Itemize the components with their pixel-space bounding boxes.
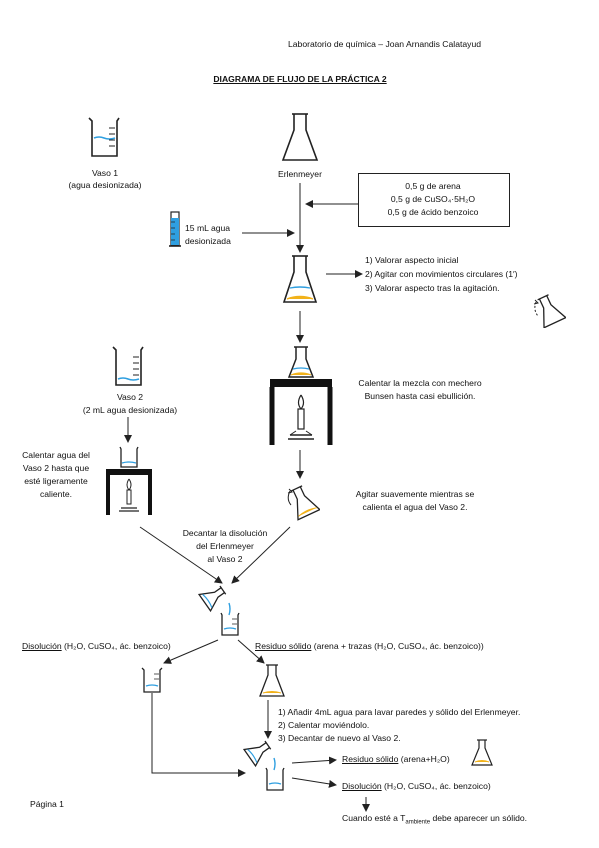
beaker-solution-icon — [141, 667, 163, 693]
pouring-flask-icon-2 — [242, 740, 285, 791]
erlenmeyer-label: Erlenmeyer — [278, 169, 322, 179]
reagent-sand: 0,5 g de arena — [405, 181, 461, 191]
step1-inspect: 1) Valorar aspecto inicial — [365, 255, 459, 265]
beaker-vaso2-icon — [112, 346, 144, 386]
line-beaker-return — [151, 693, 246, 777]
reagent-copper-sulfate: 0,5 g de CuSO₄·5H₂O — [390, 194, 476, 204]
step2-wash: 1) Añadir 4mL agua para lavar paredes y … — [278, 707, 521, 717]
step1-swirl: 2) Agitar con movimientos circulares (1′… — [365, 269, 518, 279]
heat-flask-line2: Bunsen hasta casi ebullición. — [364, 391, 476, 401]
line-right-merge — [231, 526, 291, 584]
residuo-1: Residuo sólido (arena + trazas (H₂O, CuS… — [255, 641, 484, 651]
disolucion-final: Disolución (H₂O, CuSO₄, ác. benzoico) — [342, 781, 491, 791]
heat-vaso2-line1: Calentar agua del — [22, 450, 90, 460]
vaso2-label: Vaso 2 — [116, 392, 144, 402]
final-note: Cuando esté a Tambiente debe aparecer un… — [342, 813, 528, 826]
step2-heat: 2) Calentar moviéndolo. — [278, 720, 370, 730]
erlenmeyer-final-icon — [471, 739, 493, 766]
page-title: DIAGRAMA DE FLUJO DE LA PRÁCTICA 2 — [213, 74, 387, 84]
vaso2-desc: (2 mL agua desionizada) — [82, 405, 178, 415]
erlenmeyer-mixture-icon — [282, 255, 318, 303]
vaso1-label: Vaso 1 — [91, 168, 119, 178]
water-volume-line2: desionizada — [185, 236, 231, 246]
arrow-split-right — [237, 639, 265, 664]
disolucion-1: Disolución (H₂O, CuSO₄, ác. benzoico) — [22, 641, 171, 651]
bunsen-heating-beaker-icon — [106, 446, 152, 515]
graduated-cylinder-icon — [169, 211, 181, 247]
page-number: Página 1 — [30, 799, 64, 809]
author-line: Laboratorio de química – Joan Arnandis C… — [288, 39, 482, 49]
heat-flask-line1: Calentar la mezcla con mechero — [358, 378, 482, 388]
pouring-flask-icon — [197, 585, 240, 636]
heat-vaso2-line2: Vaso 2 hasta que — [22, 463, 90, 473]
vaso1-desc: (agua desionizada) — [68, 180, 142, 190]
step2-decant: 3) Decantar de nuevo al Vaso 2. — [278, 733, 401, 743]
arrow-final-res — [291, 756, 337, 765]
heat-vaso2-line4: caliente. — [39, 489, 72, 499]
decant-line1: Decantar la disolución — [182, 528, 268, 538]
erlenmeyer-flask-icon — [281, 113, 319, 161]
arrow-split-left — [163, 639, 219, 664]
beaker-icon — [88, 117, 120, 157]
swirl-flask-icon — [533, 294, 566, 328]
stir-line1: Agitar suavemente mientras se — [355, 489, 475, 499]
heat-vaso2-line3: esté ligeramente — [24, 476, 88, 486]
reagents-box — [358, 173, 510, 227]
decant-line2: del Erlenmeyer — [196, 541, 254, 551]
residuo-final: Residuo sólido (arena+H₂O) — [342, 754, 450, 764]
stir-flask-icon — [287, 485, 320, 521]
bunsen-heating-flask-icon — [269, 346, 333, 445]
step1-inspect-after: 3) Valorar aspecto tras la agitación. — [365, 283, 500, 293]
water-volume-line1: 15 mL agua — [185, 223, 231, 233]
stir-line2: calienta el agua del Vaso 2. — [362, 502, 468, 512]
arrow-final-dis — [291, 777, 337, 788]
decant-line3: al Vaso 2 — [207, 554, 243, 564]
line-left-merge — [139, 526, 223, 584]
erlenmeyer-residue-icon — [259, 664, 285, 697]
reagent-benzoic-acid: 0,5 g de ácido benzoico — [387, 207, 479, 217]
